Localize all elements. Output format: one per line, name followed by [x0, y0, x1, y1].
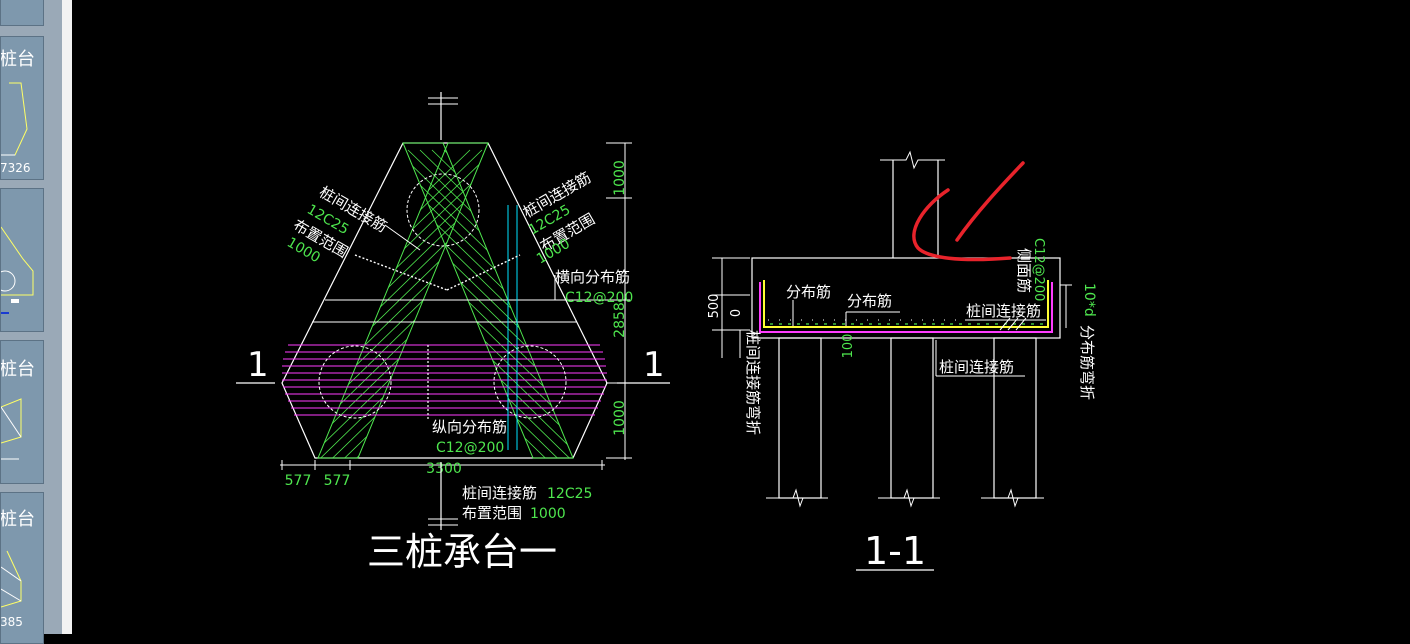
bottom-range-value: 1000 — [530, 506, 566, 522]
panel-divider[interactable] — [62, 0, 72, 634]
thumbnail-2[interactable]: 桩台 7326 — [0, 36, 44, 180]
cad-drawing-canvas[interactable]: 1 1 1000 2858 1000 3300 577 577 桩间连接筋 12… — [72, 0, 1410, 634]
longitudinal-dist-label: 纵向分布筋 — [432, 418, 507, 436]
side-face-spec: C12@200 — [1031, 238, 1046, 301]
thumbnail-caption: 7326 — [1, 161, 31, 175]
dim-mid: 2858 — [612, 302, 628, 338]
thumbnail-title: 桩台 — [1, 49, 35, 70]
section-1-1-view: 500 0 100 分布筋 分布筋 桩间连接筋 桩间连接筋 侧面筋 C12@20… — [707, 150, 1097, 573]
plan-title: 三桩承台一 — [367, 530, 557, 574]
pile-cap-plan-view: 1 1 1000 2858 1000 3300 577 577 桩间连接筋 12… — [236, 92, 670, 574]
conn-bar-label-2: 桩间连接筋 — [939, 358, 1014, 376]
transverse-dist-label: 横向分布筋 — [555, 268, 630, 286]
dist-bend-label: 分布筋弯折 — [1078, 325, 1096, 400]
red-markup-stroke-1 — [912, 188, 1012, 262]
red-markup-stroke-2 — [955, 161, 1025, 242]
dim-top: 1000 — [612, 160, 628, 196]
dim-100: 100 — [841, 334, 856, 359]
dim-0: 0 — [729, 309, 744, 317]
dist-bar-label-1: 分布筋 — [786, 283, 831, 301]
bottom-conn-label: 桩间连接筋 — [462, 484, 537, 502]
thumbnail-4[interactable]: 桩台 — [0, 340, 44, 484]
thumbnail-title: 桩台 — [1, 509, 35, 530]
thumbnail-3-preview — [1, 226, 34, 314]
thumbnail-4-preview: 桩台 — [1, 359, 35, 460]
thumbnail-5[interactable]: 桩台 385 — [0, 492, 44, 644]
conn-bend-label: 桩间连接筋弯折 — [744, 330, 762, 435]
dim-577-a: 577 — [285, 473, 312, 489]
conn-bar-label-1: 桩间连接筋 — [966, 302, 1041, 320]
bottom-range-label: 布置范围 — [462, 504, 522, 522]
dim-500: 500 — [707, 294, 722, 319]
section-mark-left: 1 — [247, 345, 269, 385]
dim-577-b: 577 — [324, 473, 351, 489]
dist-bar-label-2: 分布筋 — [847, 292, 892, 310]
section-title: 1-1 — [864, 529, 926, 573]
thumbnail-2-preview: 桩台 7326 — [1, 49, 35, 175]
thumbnail-sidebar: 桩台 7326 桩台 桩台 385 — [0, 0, 62, 644]
longitudinal-dist-spec: C12@200 — [436, 440, 504, 456]
thumbnail-3[interactable] — [0, 188, 44, 332]
thumbnail-title: 桩台 — [1, 359, 35, 380]
thumbnail-caption: 385 — [1, 615, 23, 629]
thumbnail-5-preview: 桩台 385 — [1, 509, 35, 629]
thumbnail-1[interactable] — [0, 0, 44, 26]
cad-drawing: 1 1 1000 2858 1000 3300 577 577 桩间连接筋 12… — [236, 92, 1097, 574]
bottom-conn-spec: 12C25 — [547, 486, 592, 502]
pile-left — [318, 345, 392, 419]
pile-top — [406, 173, 480, 247]
side-face-label: 侧面筋 — [1015, 248, 1033, 293]
dim-width: 3300 — [426, 461, 462, 477]
pile-right — [493, 345, 567, 419]
dim-bottom: 1000 — [612, 400, 628, 436]
transverse-dist-spec: C12@200 — [565, 290, 633, 306]
ten-d-label: 10*d — [1081, 283, 1097, 317]
section-mark-right: 1 — [643, 345, 665, 385]
